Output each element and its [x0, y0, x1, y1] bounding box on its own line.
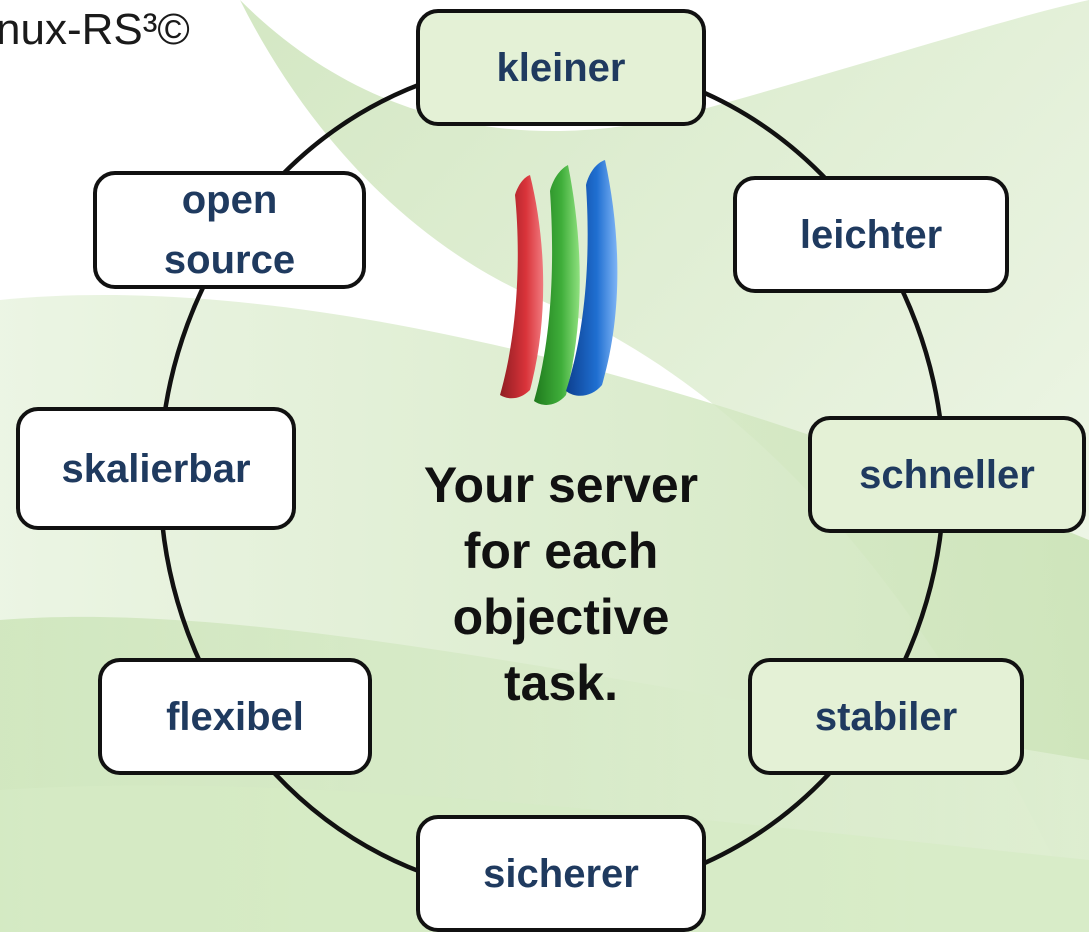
node-sicherer: sicherer — [416, 815, 706, 932]
node-skalierbar: skalierbar — [16, 407, 296, 530]
node-stabiler: stabiler — [748, 658, 1024, 775]
node-label: sicherer — [483, 851, 639, 896]
node-label: schneller — [859, 452, 1035, 497]
node-kleiner: kleiner — [416, 9, 706, 126]
node-schneller: schneller — [808, 416, 1086, 533]
node-label: stabiler — [814, 694, 958, 739]
center-line: Your server — [423, 457, 699, 513]
flag-banners-logo-icon — [500, 160, 618, 405]
center-line: objective — [452, 589, 670, 645]
node-label: kleiner — [496, 45, 626, 90]
node-label-stack: open source — [164, 170, 295, 290]
node-label: open — [181, 178, 278, 222]
node-label: flexibel — [166, 694, 304, 739]
node-open-source: open source — [93, 171, 366, 289]
node-flexibel: flexibel — [98, 658, 372, 775]
node-label: source — [163, 238, 296, 282]
node-leichter: leichter — [733, 176, 1009, 293]
center-line: for each — [463, 523, 659, 579]
product-title: nux-RS³© — [0, 5, 190, 54]
node-label: leichter — [799, 212, 943, 257]
center-line: task. — [504, 655, 618, 711]
center-statement: Your server for each objective task. — [385, 452, 737, 716]
node-label: skalierbar — [61, 446, 251, 491]
